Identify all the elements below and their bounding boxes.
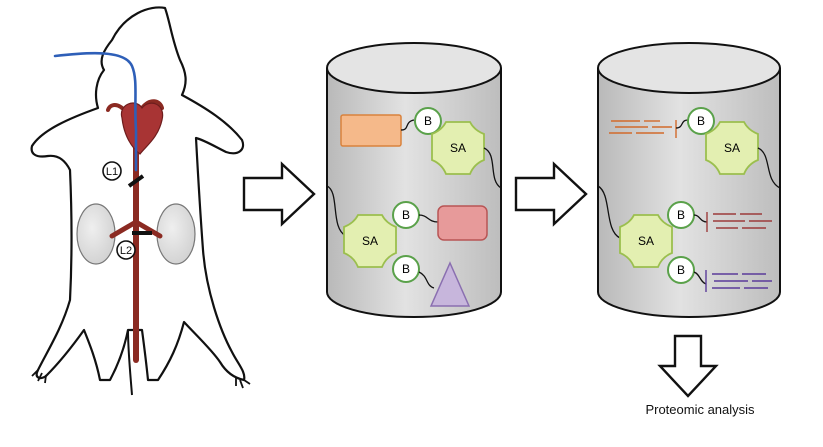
svg-text:SA: SA xyxy=(450,141,466,155)
mouse-illustration: L1 L2 xyxy=(30,6,251,396)
svg-text:SA: SA xyxy=(362,234,378,248)
purple-peptides xyxy=(705,270,772,292)
svg-text:SA: SA xyxy=(638,234,654,248)
svg-text:B: B xyxy=(697,114,705,128)
digestion-cylinder: B SA SA B B xyxy=(597,42,781,318)
red-peptides xyxy=(706,212,772,232)
biotin-tag: B xyxy=(667,201,695,229)
red-protein xyxy=(437,205,488,241)
arrow-right-icon xyxy=(242,161,316,227)
ligature-2-marker: L2 xyxy=(116,240,136,260)
ligature-1-marker: L1 xyxy=(102,161,122,181)
arrow-down-icon xyxy=(657,334,719,398)
biotin-tag: B xyxy=(667,256,695,284)
purple-protein xyxy=(429,261,471,307)
right-kidney xyxy=(156,203,196,265)
biotin-tag: B xyxy=(392,255,420,283)
orange-peptides xyxy=(609,120,677,138)
ligature-1-bar xyxy=(127,174,145,188)
left-kidney xyxy=(76,203,116,265)
arrow-right-icon xyxy=(514,161,588,227)
svg-text:B: B xyxy=(677,263,685,277)
biotin-tag: B xyxy=(687,107,715,135)
orange-protein xyxy=(340,114,402,147)
biotin-tag: B xyxy=(414,107,442,135)
ligature-2-label: L2 xyxy=(120,245,132,257)
streptavidin-bead: SA xyxy=(619,214,673,268)
output-caption: Proteomic analysis xyxy=(645,402,755,417)
svg-text:B: B xyxy=(402,208,410,222)
streptavidin-bead: SA xyxy=(705,121,759,175)
streptavidin-bead: SA xyxy=(343,214,397,268)
svg-text:SA: SA xyxy=(724,141,740,155)
catheter-line xyxy=(53,51,138,172)
capture-cylinder: B SA SA B B xyxy=(326,42,502,318)
svg-text:B: B xyxy=(402,262,410,276)
streptavidin-bead: SA xyxy=(431,121,485,175)
ligature-1-label: L1 xyxy=(106,166,118,178)
biotin-tag: B xyxy=(392,201,420,229)
svg-text:B: B xyxy=(677,208,685,222)
svg-text:B: B xyxy=(424,114,432,128)
